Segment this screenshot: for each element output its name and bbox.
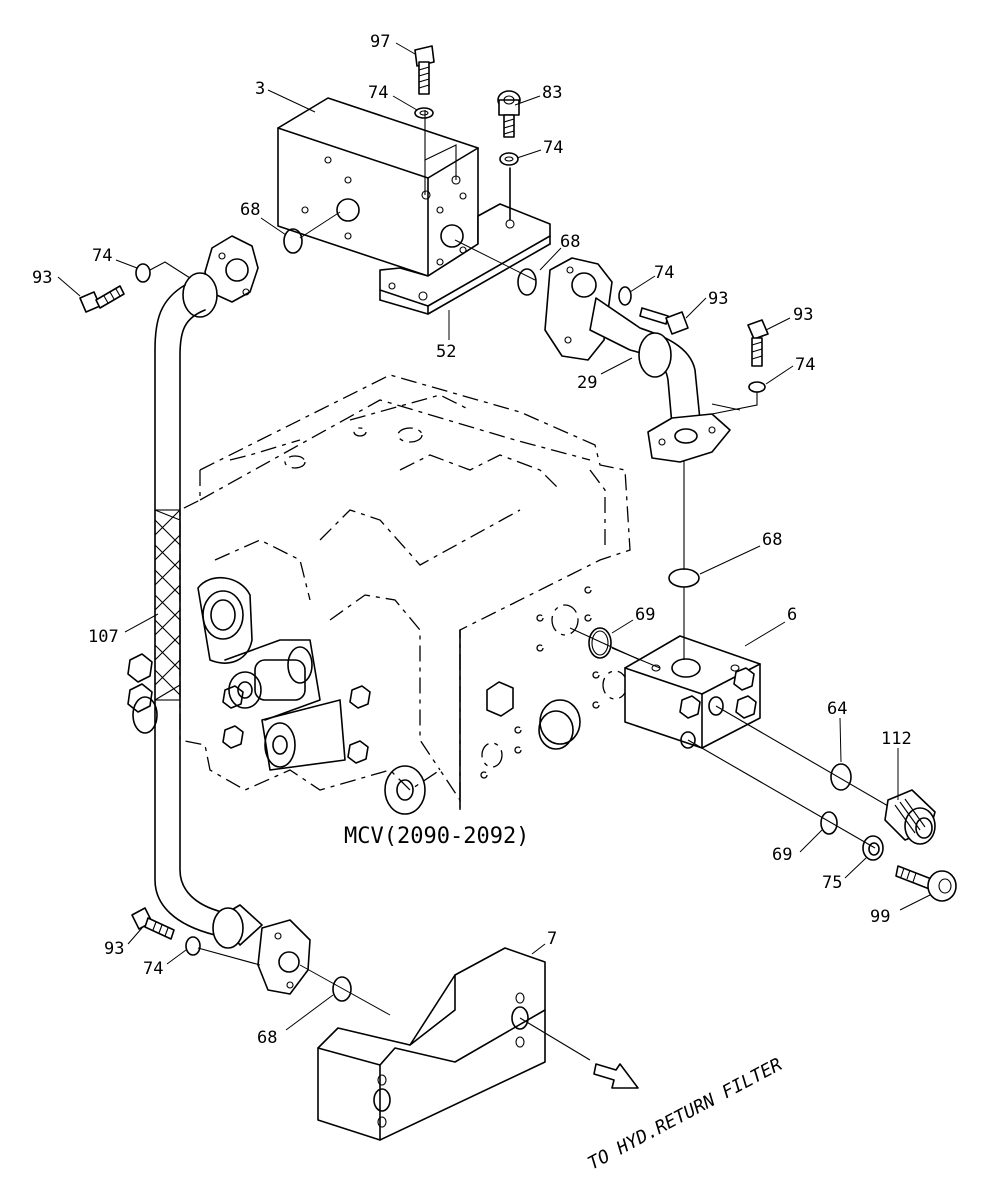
callout-74: 74 <box>368 83 388 103</box>
bolt-99 <box>895 865 957 902</box>
callout-93: 93 <box>32 268 52 288</box>
callout-74: 74 <box>795 355 815 375</box>
callout-3: 3 <box>255 79 265 99</box>
mcv-valve-body <box>179 374 631 810</box>
pipe-29 <box>544 257 731 463</box>
bolt-83 <box>497 90 521 138</box>
callout-99: 99 <box>870 907 890 927</box>
callout-68: 68 <box>560 232 580 252</box>
callout-68: 68 <box>257 1028 277 1048</box>
washer-74-b <box>499 152 519 166</box>
callout-29: 29 <box>577 373 597 393</box>
oring-68-b <box>517 268 537 296</box>
callout-97: 97 <box>370 32 390 52</box>
bolt-93-lower <box>131 907 175 940</box>
callout-68: 68 <box>762 530 782 550</box>
washer-74-top <box>414 107 434 119</box>
mcv-label: MCV(2090-2092) <box>344 824 529 849</box>
fitting-112 <box>884 789 936 845</box>
bolt-93-b <box>639 307 689 335</box>
callout-68: 68 <box>240 200 260 220</box>
flow-arrow <box>593 1063 639 1089</box>
washer-74-left <box>135 263 151 283</box>
washer-74-lower <box>185 936 201 956</box>
oring-68-c <box>668 568 700 588</box>
callout-52: 52 <box>436 342 456 362</box>
oring-68-d <box>332 976 352 1002</box>
mcv-solid-parts <box>127 576 581 815</box>
oring-68-a <box>283 228 303 254</box>
callout-93: 93 <box>104 939 124 959</box>
callout-64: 64 <box>827 699 847 719</box>
bolt-97 <box>414 45 435 95</box>
washer-74-c <box>618 286 632 306</box>
bolt-93-c <box>747 319 769 367</box>
callout-75: 75 <box>822 873 842 893</box>
oring-69-a <box>588 627 612 659</box>
block-6 <box>624 635 761 749</box>
callout-69: 69 <box>772 845 792 865</box>
callout-93: 93 <box>793 305 813 325</box>
callout-6: 6 <box>787 605 797 625</box>
washer-75 <box>862 835 884 861</box>
pipe-107 <box>154 235 311 995</box>
oring-64 <box>830 763 852 791</box>
bolt-93-left <box>79 285 125 313</box>
oring-69-b <box>820 811 838 835</box>
callout-69: 69 <box>635 605 655 625</box>
washer-74-e <box>748 381 766 393</box>
block-7 <box>317 947 546 1141</box>
callout-7: 7 <box>547 929 557 949</box>
callout-83: 83 <box>542 83 562 103</box>
leader-lines <box>57 42 931 1031</box>
callout-74: 74 <box>92 246 112 266</box>
callout-74: 74 <box>143 959 163 979</box>
block-3 <box>277 97 479 277</box>
callout-93: 93 <box>708 289 728 309</box>
callout-107: 107 <box>88 627 119 647</box>
callout-74: 74 <box>543 138 563 158</box>
callout-112: 112 <box>881 729 912 749</box>
callout-74: 74 <box>654 263 674 283</box>
